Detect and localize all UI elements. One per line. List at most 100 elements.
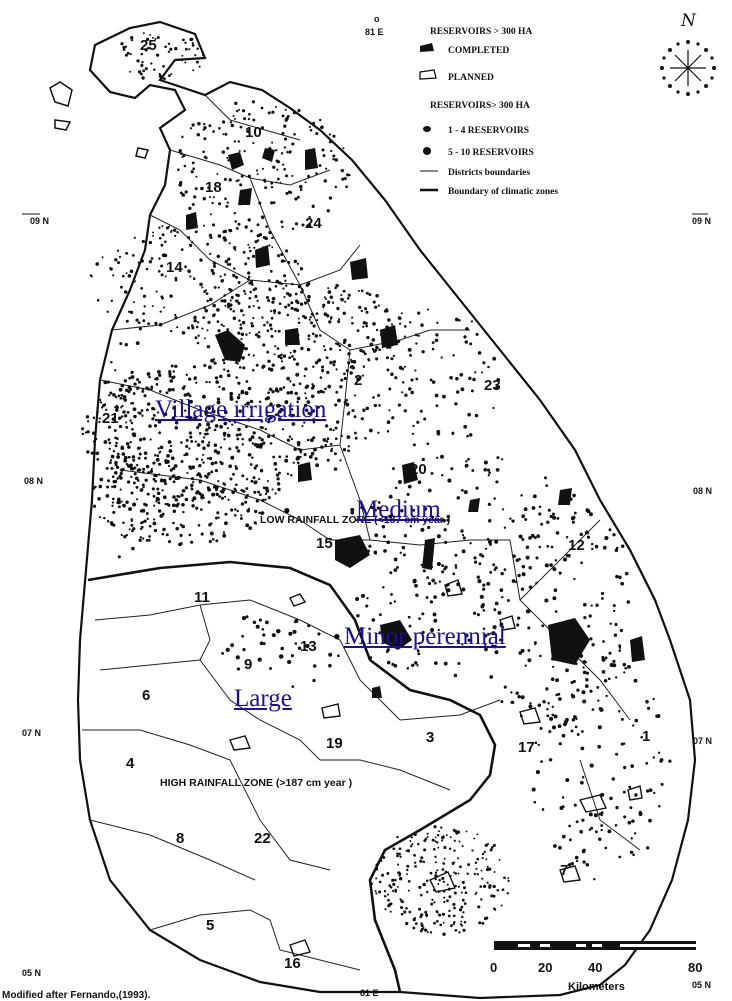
reservoir-dot bbox=[117, 505, 121, 509]
reservoir-dot bbox=[399, 855, 402, 858]
reservoir-dot bbox=[234, 299, 238, 303]
reservoir-dot bbox=[523, 507, 528, 512]
reservoir-dot bbox=[151, 487, 155, 491]
reservoir-dot bbox=[453, 907, 456, 910]
reservoir-dot bbox=[506, 599, 510, 602]
reservoir-dot bbox=[114, 444, 118, 448]
reservoir-dot bbox=[406, 873, 409, 876]
reservoir-dot bbox=[630, 764, 635, 768]
reservoir-dot bbox=[190, 477, 195, 481]
reservoir-dot bbox=[573, 511, 577, 515]
reservoir-dot bbox=[565, 553, 570, 558]
reservoir-dot bbox=[108, 447, 111, 451]
reservoir-dot bbox=[488, 471, 491, 475]
reservoir-dot bbox=[113, 470, 118, 475]
reservoir-dot bbox=[134, 476, 139, 481]
reservoir-dot bbox=[446, 883, 449, 886]
reservoir-dot bbox=[396, 854, 399, 858]
reservoir-dot bbox=[407, 347, 412, 352]
reservoir-dot bbox=[156, 491, 161, 496]
reservoir-dot bbox=[491, 631, 496, 636]
reservoir-dot bbox=[215, 380, 219, 384]
reservoir-dot bbox=[269, 367, 274, 372]
reservoir-dot bbox=[254, 509, 258, 514]
reservoir-dot bbox=[503, 876, 506, 880]
reservoir-dot bbox=[558, 571, 562, 575]
reservoir-dot bbox=[162, 77, 165, 80]
reservoir-dot bbox=[268, 323, 273, 327]
reservoir-dot bbox=[248, 296, 252, 300]
reservoir-dot bbox=[237, 427, 241, 432]
reservoir-dot bbox=[313, 340, 316, 343]
reservoir-dot bbox=[350, 510, 355, 515]
reservoir-dot bbox=[246, 129, 250, 134]
reservoir-dot bbox=[217, 234, 222, 238]
reservoir-dot bbox=[461, 489, 464, 492]
reservoir-dot bbox=[469, 342, 473, 346]
reservoir-dot bbox=[471, 849, 474, 852]
reservoir-dot bbox=[161, 532, 165, 536]
reservoir-dot bbox=[203, 306, 207, 310]
reservoir-dot bbox=[261, 167, 264, 170]
reservoir-dot bbox=[352, 359, 357, 364]
reservoir-dot bbox=[252, 354, 255, 357]
reservoir-dot bbox=[632, 853, 635, 857]
reservoir-dot bbox=[343, 372, 346, 376]
reservoir-dot bbox=[359, 348, 363, 353]
reservoir-dot bbox=[479, 594, 484, 599]
reservoir-dot bbox=[140, 525, 144, 529]
reservoir-dot bbox=[244, 391, 249, 396]
reservoir-dot bbox=[351, 366, 355, 370]
reservoir-dot bbox=[325, 167, 328, 170]
reservoir-dot bbox=[136, 59, 140, 63]
reservoir-dot bbox=[231, 490, 235, 495]
large-link[interactable]: Large bbox=[234, 685, 292, 712]
reservoir-dot bbox=[581, 818, 585, 822]
reservoir-dot bbox=[476, 873, 479, 876]
reservoir-dot bbox=[236, 362, 239, 365]
latitude-09-left: 09 N bbox=[30, 216, 49, 226]
reservoir-dot bbox=[470, 320, 474, 323]
reservoir-dot bbox=[291, 355, 294, 358]
reservoir-dot bbox=[304, 397, 308, 400]
reservoir-dot bbox=[588, 614, 592, 618]
reservoir-dot bbox=[575, 859, 579, 863]
reservoir-dot bbox=[481, 857, 484, 860]
reservoir-dot bbox=[347, 293, 351, 297]
reservoir-dot bbox=[393, 557, 398, 562]
reservoir-dot bbox=[273, 353, 276, 356]
reservoir-dot bbox=[412, 578, 417, 583]
reservoir-dot bbox=[172, 370, 176, 373]
minor-perennial-link[interactable]: Minor perennial bbox=[344, 623, 506, 650]
reservoir-dot bbox=[462, 536, 466, 540]
reservoir-dot bbox=[251, 254, 256, 259]
reservoir-dot bbox=[585, 671, 590, 675]
reservoir-dot bbox=[274, 388, 278, 392]
reservoir-dot bbox=[552, 567, 557, 572]
reservoir-dot bbox=[179, 191, 183, 195]
reservoir-dot bbox=[517, 573, 521, 578]
village-irrigation-link[interactable]: Village irrigation bbox=[155, 396, 327, 423]
reservoir-dot bbox=[171, 375, 175, 380]
reservoir-dot bbox=[156, 36, 160, 39]
reservoir-dot bbox=[340, 168, 345, 173]
reservoir-dot bbox=[429, 600, 434, 604]
reservoir-dot bbox=[274, 345, 277, 348]
reservoir-dot bbox=[476, 857, 480, 861]
reservoir-dot bbox=[335, 368, 338, 371]
reservoir-dot bbox=[158, 451, 161, 454]
reservoir-dot bbox=[226, 369, 230, 373]
reservoir-dot bbox=[135, 341, 140, 346]
reservoir-dot bbox=[109, 459, 113, 462]
reservoir-dot bbox=[252, 118, 256, 122]
reservoir-dot bbox=[276, 177, 280, 181]
reservoir-dot bbox=[399, 877, 403, 881]
reservoir-dot bbox=[411, 432, 415, 436]
reservoir-dot bbox=[162, 64, 165, 68]
reservoir-dot bbox=[436, 429, 441, 434]
reservoir-dot bbox=[393, 600, 397, 603]
reservoir-dot bbox=[591, 547, 594, 551]
reservoir-dot bbox=[493, 644, 498, 649]
medium-link[interactable]: Medium bbox=[356, 496, 441, 523]
reservoir-dot bbox=[139, 509, 144, 513]
